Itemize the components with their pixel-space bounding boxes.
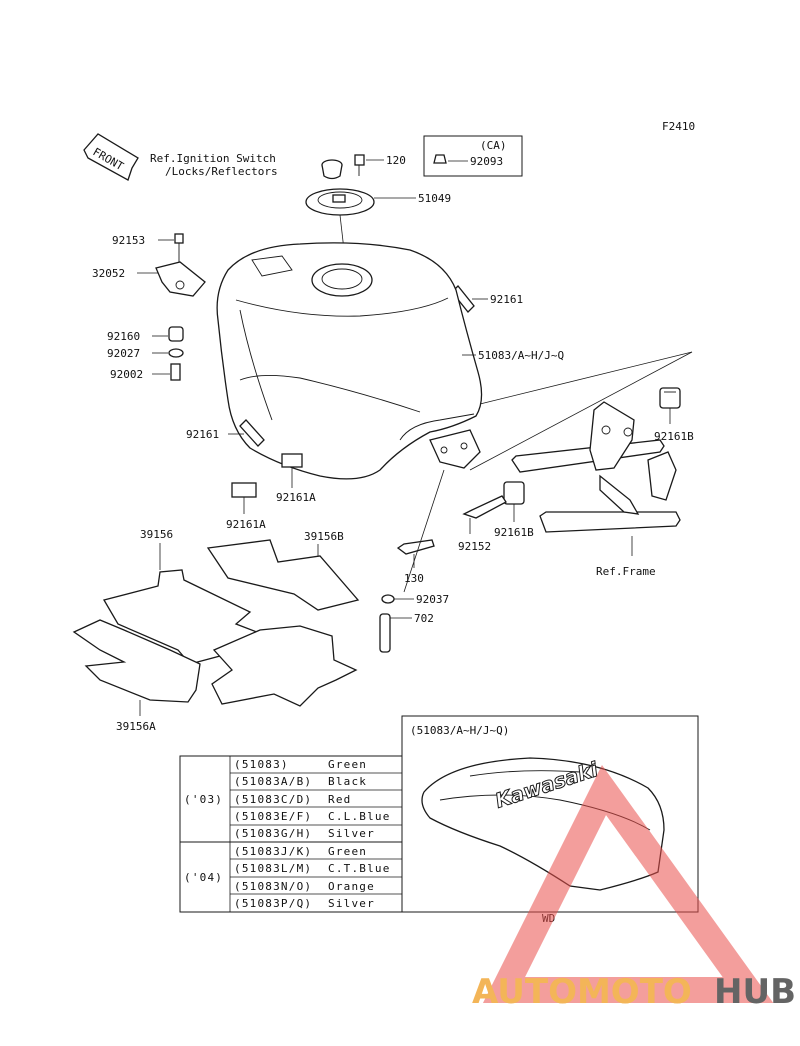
ca-title: (CA) [480, 139, 507, 152]
row-code: (51083L/M) [234, 862, 312, 875]
front-arrow-icon: FRONT [83, 133, 139, 181]
label-51083: 51083/A~H/J~Q [478, 349, 564, 362]
ca-part-92093: 92093 [470, 155, 503, 168]
pad-92161A-b-part [231, 482, 257, 498]
row-code: (51083E/F) [234, 810, 312, 823]
label-92161A-b: 92161A [226, 518, 266, 531]
label-92161A-a: 92161A [276, 491, 316, 504]
label-120: 120 [386, 154, 406, 167]
pad-92161A-a-part [281, 453, 303, 468]
label-92037: 92037 [416, 593, 449, 606]
bolt-130-part [396, 539, 435, 555]
label-39156A: 39156A [116, 720, 156, 733]
row-code: (51083A/B) [234, 775, 312, 788]
watermark-text-b: HUB [714, 972, 796, 1012]
ca-box: (CA) 92093 [423, 135, 523, 177]
label-51049: 51049 [418, 192, 451, 205]
ignition-cap-part [321, 159, 343, 180]
label-92152: 92152 [458, 540, 491, 553]
bolt-92002-part [170, 363, 181, 381]
row-code: (51083G/H) [234, 827, 312, 840]
row-color: C.L.Blue [328, 810, 391, 823]
watermark-logo: AUTOMOTO HUB [472, 764, 796, 1012]
rod-702-part [379, 613, 391, 653]
year-04: ('04) [184, 871, 223, 884]
row-color: Green [328, 845, 367, 858]
watermark-triangle-icon [482, 764, 774, 1003]
pin-92152-part [462, 495, 507, 519]
mat-39156-part [103, 569, 264, 665]
bolt-120-part [354, 154, 365, 176]
mat-39156A-part [72, 619, 201, 703]
label-39156B: 39156B [304, 530, 344, 543]
label-92002: 92002 [110, 368, 143, 381]
frame-part [511, 401, 681, 533]
label-92161B-a: 92161B [654, 430, 694, 443]
watermark-text-a: AUTOMOTO [472, 972, 692, 1012]
color-table: ('03) ('04) (51083) Green (51083A/B) Bla… [179, 755, 403, 913]
filler-cap-part [305, 188, 375, 216]
row-color: Silver [328, 827, 375, 840]
fuel-tank-part [216, 242, 483, 480]
row-color: Green [328, 758, 367, 771]
bracket-32052-part [155, 261, 206, 297]
row-color: Orange [328, 880, 375, 893]
label-92161B-b: 92161B [494, 526, 534, 539]
label-92153: 92153 [112, 234, 145, 247]
row-code: (51083J/K) [234, 845, 312, 858]
mat-39156B-part [206, 539, 360, 611]
row-code: (51083P/Q) [234, 897, 312, 910]
label-92160: 92160 [107, 330, 140, 343]
label-130: 130 [404, 572, 424, 585]
rubber-92161-left-part [239, 419, 265, 447]
label-92027: 92027 [107, 347, 140, 360]
clip-92037-part [381, 594, 395, 604]
row-code: (51083N/O) [234, 880, 312, 893]
label-ref-frame: Ref.Frame [596, 565, 656, 578]
rubber-92161-top-part [451, 285, 475, 313]
label-92161-top: 92161 [490, 293, 523, 306]
figure-code: F2410 [662, 120, 695, 133]
label-39156: 39156 [140, 528, 173, 541]
inset-title: (51083/A~H/J~Q) [410, 724, 509, 737]
label-702: 702 [414, 612, 434, 625]
row-code: (51083C/D) [234, 793, 312, 806]
rear-mount-bracket-part [429, 429, 481, 469]
row-code: (51083) [234, 758, 289, 771]
ref-ignition-line1: Ref.Ignition Switch [150, 152, 276, 165]
label-32052: 32052 [92, 267, 125, 280]
ref-ignition-line2: /Locks/Reflectors [165, 165, 278, 178]
row-color: C.T.Blue [328, 862, 391, 875]
damper-92161B-a-part [659, 387, 681, 409]
grommet-92160-part [168, 326, 184, 342]
mat-39156-upper-part [211, 625, 358, 707]
row-color: Black [328, 775, 367, 788]
label-92161-left: 92161 [186, 428, 219, 441]
row-color: Silver [328, 897, 375, 910]
row-color: Red [328, 793, 351, 806]
washer-92027-part [168, 348, 184, 358]
year-03: ('03) [184, 793, 223, 806]
damper-92161B-b-part [503, 481, 525, 505]
